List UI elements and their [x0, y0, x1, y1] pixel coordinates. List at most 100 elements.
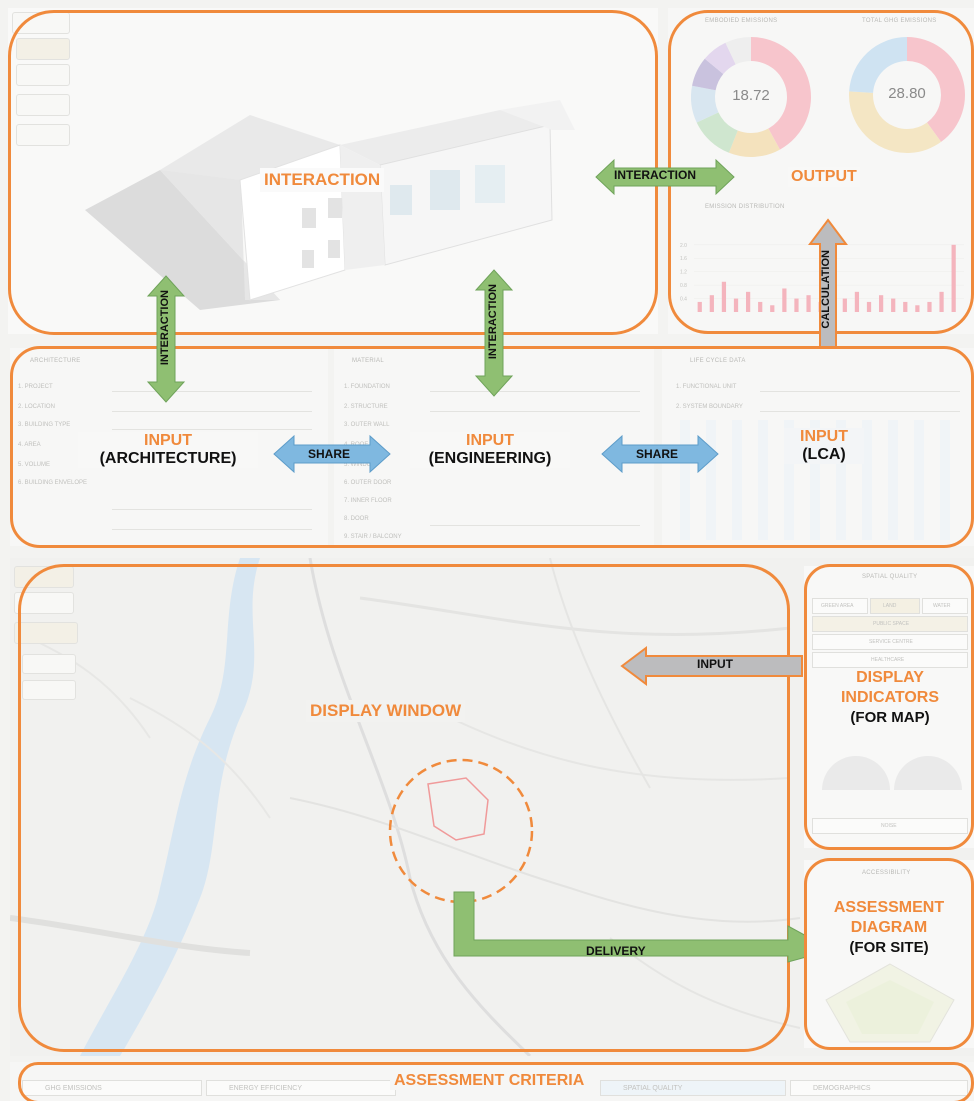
architecture-row: 1. PROJECT	[18, 384, 53, 390]
material-row: 9. STAIR / BALCONY	[344, 534, 402, 540]
donut-slice	[691, 85, 719, 123]
emission-bar	[733, 298, 739, 312]
input-architecture-title: INPUT	[144, 432, 192, 449]
emission-bar	[758, 301, 763, 312]
interaction-vertical-label-left: INTERACTION	[159, 290, 171, 366]
indicator-item[interactable]: SERVICE CENTRE	[812, 634, 968, 650]
total-value: 28.80	[888, 85, 926, 102]
architecture-row: 2. LOCATION	[18, 404, 55, 410]
assessment-criteria-frame	[18, 1062, 974, 1101]
donut-slice	[692, 58, 724, 91]
form-field[interactable]	[430, 402, 640, 412]
architecture-title: ARCHITECTURE	[30, 358, 81, 364]
form-field[interactable]	[112, 402, 312, 412]
delivery-label: DELIVERY	[586, 944, 646, 958]
architecture-row: 3. BUILDING TYPE	[18, 422, 71, 428]
input-lca-title: INPUT	[800, 428, 848, 445]
emission-bar	[721, 281, 727, 312]
share-right-label: SHARE	[636, 447, 679, 461]
emission-bar	[878, 295, 884, 312]
form-field[interactable]	[430, 382, 640, 392]
input-arrow-label: INPUT	[697, 657, 733, 671]
output-label: OUTPUT	[788, 167, 860, 187]
interaction-vertical-label-mid: INTERACTION	[487, 284, 499, 360]
emission-bar	[951, 244, 956, 312]
emission-bar	[806, 295, 811, 312]
map-tool-button[interactable]	[22, 680, 76, 700]
form-field[interactable]	[112, 520, 312, 530]
donut-slice	[725, 37, 751, 65]
lca-row: 1. FUNCTIONAL UNIT	[676, 384, 737, 390]
lca-title: LIFE CYCLE DATA	[690, 358, 746, 364]
indicator-gauges	[822, 756, 962, 790]
assessment-diagram-subtitle: (FOR SITE)	[849, 939, 929, 956]
display-window-label: DISPLAY WINDOW	[306, 700, 466, 722]
form-field[interactable]	[112, 420, 312, 430]
interaction-arrow-label: INTERACTION	[614, 168, 696, 182]
display-indicators-title-2: INDICATORS	[840, 689, 940, 706]
form-field[interactable]	[112, 500, 312, 510]
criteria-tab[interactable]: ENERGY EFFICIENCY	[206, 1080, 396, 1096]
donut-slice	[704, 42, 736, 75]
map-tool-button[interactable]	[14, 622, 78, 644]
viewport-tool-button[interactable]	[16, 64, 70, 86]
donut-slice	[907, 37, 965, 142]
donut-slice	[751, 37, 811, 150]
emission-bar	[903, 301, 908, 312]
assessment-diagram-frame	[804, 858, 974, 1050]
form-field[interactable]	[760, 402, 960, 412]
interaction-double-arrow	[595, 158, 735, 196]
indicator-tab[interactable]: LAND	[870, 598, 920, 614]
form-field[interactable]	[760, 382, 960, 392]
input-engineering-title: INPUT	[466, 432, 514, 449]
interaction-vertical-arrow-left	[146, 275, 186, 403]
display-indicators-label: DISPLAY INDICATORS (FOR MAP)	[812, 668, 968, 728]
emission-bar	[745, 291, 751, 312]
share-arrow-right	[601, 434, 719, 474]
display-indicators-frame	[804, 564, 974, 850]
calculation-label: CALCULATION	[820, 250, 832, 329]
form-field[interactable]	[112, 382, 312, 392]
emission-bar	[854, 291, 860, 312]
donut-slice	[696, 112, 738, 153]
architecture-row: 6. BUILDING ENVELOPE	[18, 480, 88, 486]
emission-bar	[794, 298, 799, 312]
total-emissions-title: TOTAL GHG EMISSIONS	[862, 18, 937, 24]
indicator-item[interactable]: PUBLIC SPACE	[812, 616, 968, 632]
share-arrow-left	[273, 434, 391, 474]
indicator-tab[interactable]: GREEN AREA	[812, 598, 868, 614]
display-indicators-subtitle: (FOR MAP)	[850, 709, 930, 726]
assessment-criteria-label: ASSESSMENT CRITERIA	[390, 1072, 589, 1090]
distribution-title: EMISSION DISTRIBUTION	[705, 204, 785, 210]
display-window-frame	[18, 564, 790, 1052]
material-row: 1. FOUNDATION	[344, 384, 390, 390]
viewport-tool-button[interactable]	[16, 94, 70, 116]
emission-bar	[915, 305, 920, 312]
criteria-tab[interactable]: SPATIAL QUALITY	[600, 1080, 786, 1096]
assessment-title: ACCESSIBILITY	[862, 870, 911, 876]
form-field[interactable]	[430, 516, 640, 526]
input-engineering-subtitle: (ENGINEERING)	[428, 450, 552, 467]
embodied-donut-chart: 18.72	[691, 37, 811, 157]
interaction-label: INTERACTION	[260, 168, 385, 192]
share-left-label: SHARE	[308, 447, 351, 461]
indicator-tab[interactable]: WATER	[922, 598, 968, 614]
material-row: 8. DOOR	[344, 516, 369, 522]
site-marker[interactable]	[386, 756, 536, 906]
emission-bar	[709, 295, 714, 312]
display-indicators-title-1: DISPLAY	[856, 669, 924, 686]
y-tick-label: 1.6	[680, 256, 687, 262]
material-row: 6. OUTER DOOR	[344, 480, 392, 486]
material-row: 7. INNER FLOOR	[344, 498, 392, 504]
assessment-diagram-title-2: DIAGRAM	[850, 919, 928, 936]
viewport-tool-button[interactable]	[16, 124, 70, 146]
indicator-item[interactable]: HEALTHCARE	[812, 652, 968, 668]
indicator-title: SPATIAL QUALITY	[862, 574, 918, 580]
assessment-diagram-title-1: ASSESSMENT	[833, 899, 945, 916]
embodied-emissions-title: EMBODIED EMISSIONS	[705, 18, 778, 24]
input-lca-label: INPUT (LCA)	[784, 428, 864, 464]
map-tool-button[interactable]	[22, 654, 76, 674]
map-layer	[10, 558, 801, 1056]
material-title: MATERIAL	[352, 358, 384, 364]
assessment-radar	[825, 963, 955, 1043]
